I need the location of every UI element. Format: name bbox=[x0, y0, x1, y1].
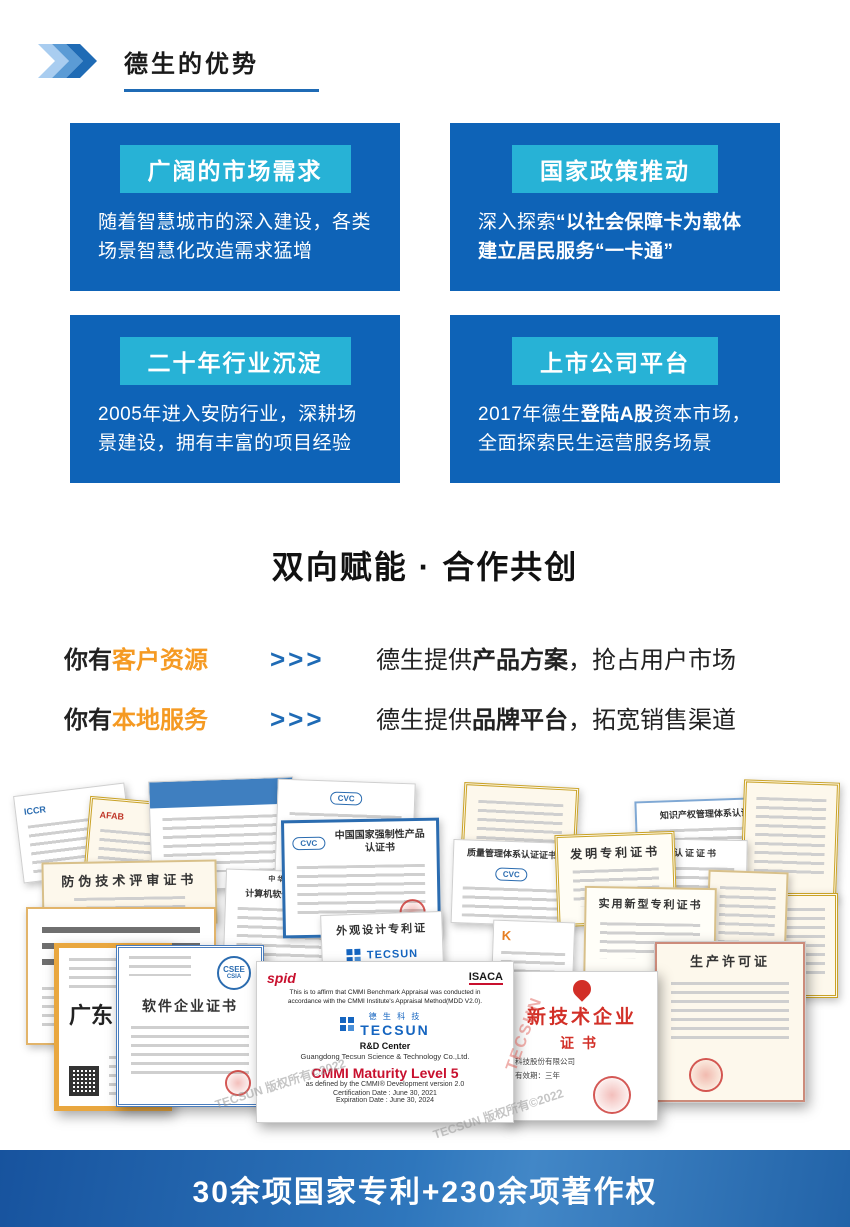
highlight-text: 客户资源 bbox=[112, 647, 208, 674]
advantage-card-listed: 上市公司平台 2017年德生登陆A股资本市场，全面探索民生运营服务场景 bbox=[450, 315, 780, 483]
certificate-header-band bbox=[149, 777, 293, 809]
certificate-subtitle: 证书 bbox=[560, 1035, 604, 1051]
certificate-line: 科技股份有限公司 bbox=[515, 1057, 575, 1066]
certificate-software-enterprise: CSEE CSIA 软件企业证书 bbox=[116, 945, 264, 1107]
spid-logo: spid bbox=[267, 970, 296, 986]
certificate-line: 有效期：三年 bbox=[515, 1071, 560, 1080]
certificate-cmmi: spid ISACA This is to affirm that CMMI B… bbox=[256, 961, 514, 1123]
red-seal bbox=[593, 1076, 631, 1114]
afab-logo: AFAB bbox=[99, 809, 125, 822]
red-seal bbox=[689, 1058, 723, 1092]
footer-text: 30余项国家专利+230余项著作权 bbox=[192, 1175, 658, 1209]
certificate-title: 软件企业证书 bbox=[142, 998, 238, 1014]
flame-logo bbox=[569, 976, 595, 1002]
cvc-logo: CVC bbox=[329, 791, 363, 806]
coop-left-label: 你有本地服务 bbox=[64, 707, 208, 734]
certificate-title: 质量管理体系认证证书 bbox=[466, 847, 558, 861]
triple-arrow-icon: >>> bbox=[270, 644, 325, 674]
certificate-quality: 质量管理体系认证证书 CVC bbox=[450, 838, 572, 928]
cmmi-level-sub: as defined by the CMMI® Development vers… bbox=[305, 1080, 465, 1088]
header: 德生的优势 bbox=[38, 44, 319, 92]
certificate-title: 外观设计专利证 bbox=[335, 922, 428, 938]
cmmi-statement-line2: accordance with the CMMI Institute's App… bbox=[287, 997, 483, 1005]
cmmi-dept: R&D Center bbox=[359, 1040, 411, 1051]
tecsun-logo bbox=[340, 1017, 347, 1024]
coop-left-label: 你有客户资源 bbox=[64, 647, 208, 674]
advantage-card-title: 广阔的市场需求 bbox=[119, 145, 351, 193]
cmmi-exp-date: Expiration Date : June 30, 2024 bbox=[335, 1096, 435, 1104]
cvc-logo: CVC bbox=[292, 836, 326, 851]
certificate-title: 生产许可证 bbox=[689, 954, 770, 969]
footer-banner: 30余项国家专利+230余项著作权 bbox=[0, 1150, 850, 1227]
advantage-card-text: 深入探索“以社会保障卡为载体建立居民服务“一卡通” bbox=[478, 212, 742, 262]
certificates-collage: ICCR AFAB CVC 知识产权管理体系认证 产 bbox=[0, 775, 850, 1147]
k-logo: K bbox=[501, 927, 512, 944]
chevrons-icon bbox=[38, 44, 100, 83]
tecsun-logo bbox=[346, 948, 353, 956]
coop-description: 德生提供品牌平台，拓宽销售渠道 bbox=[376, 707, 736, 734]
cooperation-row-customers: 你有客户资源 >>> 德生提供产品方案，抢占用户市场 bbox=[64, 640, 800, 675]
certificate-title: 中国国家强制性产品认证书 bbox=[334, 828, 425, 854]
coop-description: 德生提供产品方案，抢占用户市场 bbox=[376, 647, 736, 674]
cmmi-level: CMMI Maturity Level 5 bbox=[311, 1064, 459, 1081]
certificate-big-text: 广东 bbox=[69, 1003, 114, 1028]
triple-arrow-icon: >>> bbox=[270, 704, 325, 734]
tecsun-wordmark: TECSUN bbox=[366, 947, 419, 962]
advantage-card-text: 2017年德生登陆A股资本市场，全面探索民生运营服务场景 bbox=[478, 404, 752, 454]
certificate-hightech-enterprise: 新技术企业 证书 科技股份有限公司 有效期：三年 bbox=[506, 971, 658, 1121]
highlight-text: 本地服务 bbox=[112, 707, 208, 734]
iccr-logo: ICCR bbox=[23, 804, 47, 817]
advantage-card-title: 上市公司平台 bbox=[512, 337, 718, 385]
tecsun-brand-en: TECSUN bbox=[360, 1021, 430, 1038]
advantage-card-policy: 国家政策推动 深入探索“以社会保障卡为载体建立居民服务“一卡通” bbox=[450, 123, 780, 291]
cmmi-company: Guangdong Tecsun Science & Technology Co… bbox=[300, 1051, 470, 1061]
tecsun-brand-cn: 德 生 科 技 bbox=[368, 1011, 422, 1021]
certificate-production-license: 生产许可证 bbox=[654, 941, 806, 1103]
qr-code bbox=[69, 1066, 99, 1096]
isaca-logo: ISACA bbox=[468, 971, 503, 985]
cooperation-row-local-service: 你有本地服务 >>> 德生提供品牌平台，拓宽销售渠道 bbox=[64, 700, 800, 735]
cmmi-cert-date: Certification Date : June 30, 2021 bbox=[333, 1089, 437, 1097]
advantage-card-text: 2005年进入安防行业，深耕场景建设，拥有丰富的项目经验 bbox=[98, 404, 357, 454]
certificate-title: 新技术企业 bbox=[526, 1007, 637, 1028]
advantage-card-market: 广阔的市场需求 随着智慧城市的深入建设，各类场景智慧化改造需求猛增 bbox=[70, 123, 400, 291]
advantages-grid: 广阔的市场需求 随着智慧城市的深入建设，各类场景智慧化改造需求猛增 国家政策推动… bbox=[70, 123, 780, 483]
section-title: 双向赋能 · 合作共创 bbox=[271, 549, 579, 585]
cvc-logo: CVC bbox=[494, 867, 528, 882]
cmmi-statement-line1: This is to affirm that CMMI Benchmark Ap… bbox=[289, 989, 481, 996]
advantage-card-title: 国家政策推动 bbox=[512, 145, 718, 193]
certificate-title: 实用新型专利证书 bbox=[598, 898, 703, 912]
certificate-title: 防伪技术评审证书 bbox=[61, 871, 198, 890]
page-title: 德生的优势 bbox=[124, 44, 319, 92]
red-seal bbox=[225, 1070, 251, 1096]
advantage-card-title: 二十年行业沉淀 bbox=[119, 337, 351, 385]
csee-logo: CSEE CSIA bbox=[217, 956, 251, 990]
certificate-title: 发明专利证书 bbox=[569, 844, 661, 862]
advantage-card-text: 随着智慧城市的深入建设，各类场景智慧化改造需求猛增 bbox=[98, 212, 372, 262]
advantage-card-experience: 二十年行业沉淀 2005年进入安防行业，深耕场景建设，拥有丰富的项目经验 bbox=[70, 315, 400, 483]
